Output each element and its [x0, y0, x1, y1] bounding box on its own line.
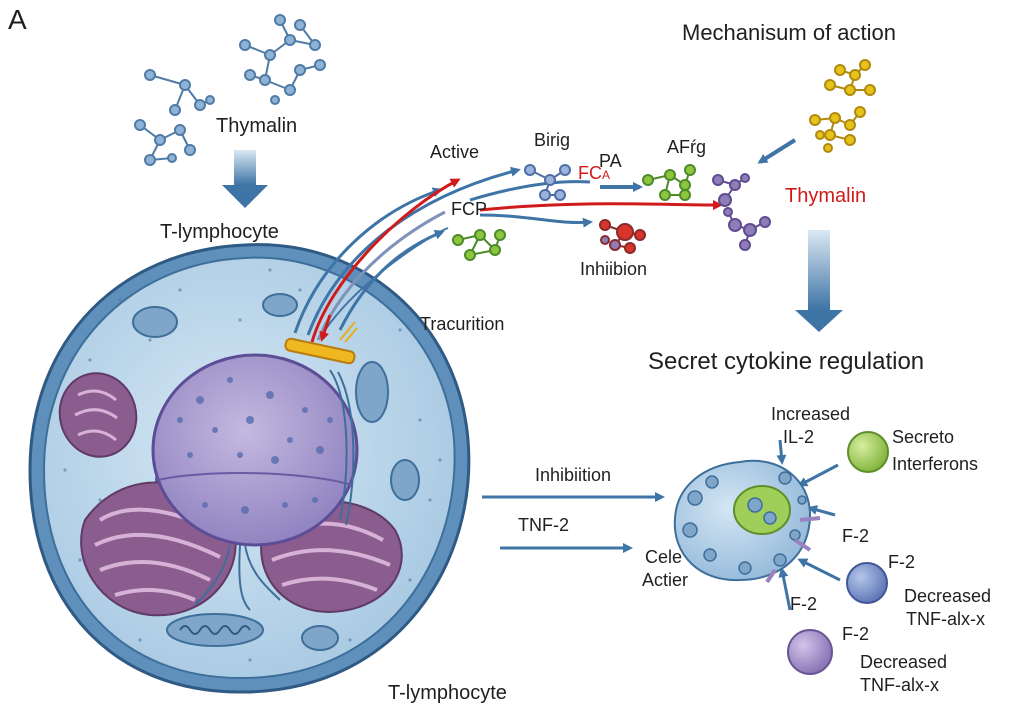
nucleus-icon	[151, 353, 359, 611]
thymalin-molecule-icon	[134, 14, 326, 166]
tnf-purple-icon	[787, 629, 833, 675]
increased-label: Increased	[771, 404, 851, 424]
thymalin-top-label: Thymalin	[216, 115, 298, 137]
t-lymphocyte-bottom-label: T-lymphocyte	[388, 682, 507, 704]
inhibiition-label: Inhibiition	[535, 465, 612, 485]
f2-label-d: F-2	[842, 624, 869, 644]
birig-label: Birig	[534, 130, 571, 150]
secreto-label: Secreto	[892, 427, 955, 447]
active-label: Active	[430, 142, 480, 162]
afrg-molecule-icon	[642, 164, 696, 201]
cele-label: Cele	[645, 547, 683, 567]
birig-molecule-icon	[524, 164, 571, 201]
signal-arrow-icon	[293, 138, 797, 343]
actier-label: Actier	[642, 570, 689, 590]
interferon-icon	[847, 431, 889, 473]
f2-label-b: F-2	[888, 552, 915, 572]
pa-label: PA	[599, 151, 622, 171]
inhibitor-molecule-icon	[599, 219, 646, 254]
f2-label-c: F-2	[790, 594, 817, 614]
t-lymphocyte-cell	[28, 243, 471, 694]
fcp-label: FCP	[451, 199, 487, 219]
fca-label: FCA	[578, 163, 611, 183]
tnf2-label: TNF-2	[518, 515, 569, 535]
tnf-alxx-label-1: TNF-alx-x	[906, 609, 985, 629]
down-arrow-icon	[795, 230, 843, 332]
mitochondrion-icon	[166, 613, 264, 647]
inhibion-label: Inhiibion	[580, 259, 648, 279]
afrg-label: AFŕg	[667, 137, 707, 157]
mechanism-title: Mechanisum of action	[682, 20, 896, 45]
down-arrow-icon	[222, 150, 268, 208]
t-lymphocyte-top-label: T-lymphocyte	[160, 221, 279, 243]
target-cell-icon	[673, 459, 821, 584]
f2-label-a: F-2	[842, 526, 869, 546]
secret-cytokine-title: Secret cytokine regulation	[648, 348, 925, 375]
tracurition-label: Tracurition	[420, 314, 505, 334]
il2-label: IL-2	[783, 427, 815, 447]
interferons-label: Interferons	[892, 454, 979, 474]
panel-letter: A	[8, 4, 27, 35]
tnf-blue-icon	[846, 562, 888, 604]
receptor-icon	[284, 321, 358, 365]
tnf-alxx-label-2: TNF-alx-x	[860, 675, 939, 695]
decreased-label-2: Decreased	[860, 652, 948, 672]
mitochondrion-icon	[58, 372, 138, 458]
yellow-molecule-icon	[809, 59, 876, 153]
fcp-molecule-icon	[452, 229, 506, 261]
thymalin-red-label: Thymalin	[785, 185, 867, 207]
thymalin-target-molecule-icon	[712, 173, 771, 251]
decreased-label-1: Decreased	[904, 586, 992, 606]
lower-arrow-icon	[482, 439, 841, 611]
